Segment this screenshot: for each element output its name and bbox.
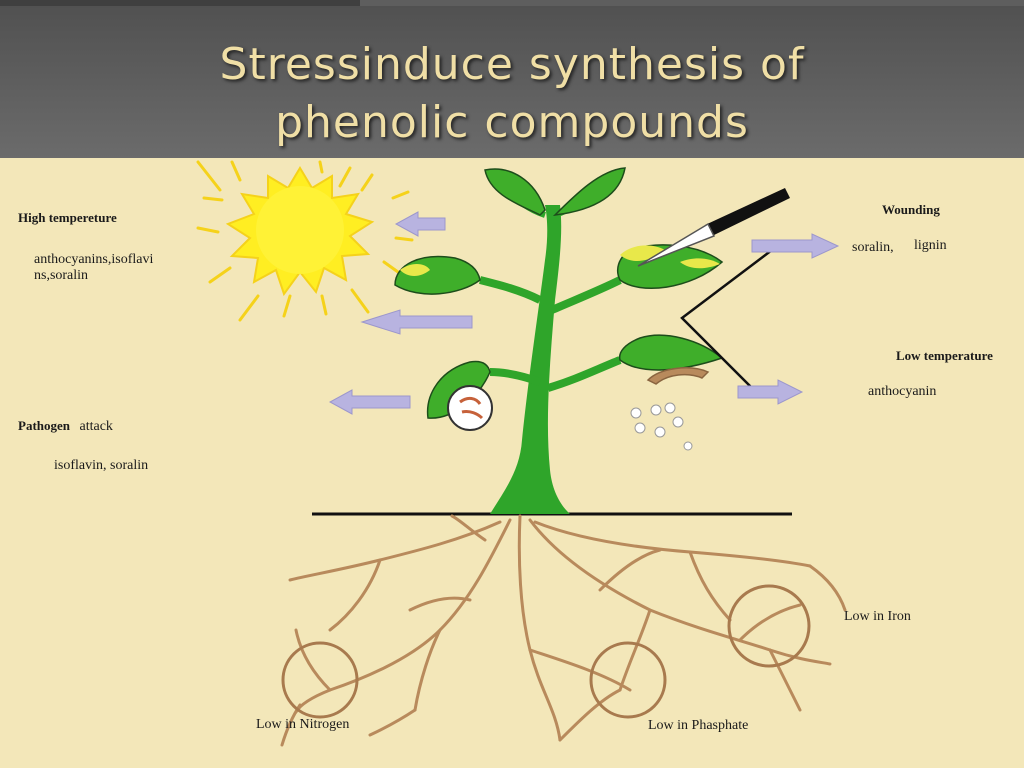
iron-circle bbox=[727, 584, 811, 668]
wounding-compound-a: soralin, bbox=[852, 240, 894, 255]
pathogen-heading-bold: Pathogen bbox=[18, 418, 70, 433]
leaves bbox=[394, 167, 724, 419]
high-temp-compounds-2: ns,soralin bbox=[34, 268, 89, 283]
stem bbox=[479, 188, 622, 514]
leaf-top-right bbox=[552, 167, 626, 217]
arrow-high-temp bbox=[394, 211, 446, 237]
wounding-compound-b: lignin bbox=[914, 238, 947, 253]
arrow-pathogen bbox=[328, 389, 411, 415]
leaf-top-left bbox=[484, 168, 546, 216]
leaf-low-right bbox=[618, 334, 724, 371]
title-bar bbox=[0, 0, 1024, 158]
arrows bbox=[328, 211, 840, 415]
arrow-low-temp bbox=[737, 379, 804, 405]
cold-icon bbox=[630, 402, 693, 451]
low-phosphate-label: Low in Phasphate bbox=[648, 718, 749, 733]
knife-icon bbox=[637, 188, 790, 267]
title-line-1: Stressinduce synthesis of bbox=[219, 39, 805, 90]
pathogen-icon bbox=[447, 385, 493, 431]
roots bbox=[280, 514, 847, 747]
connector-lines bbox=[680, 249, 773, 389]
pathogen-bacteria bbox=[459, 396, 484, 420]
header-accent-light bbox=[360, 0, 1024, 6]
leaf-mid-left bbox=[394, 255, 481, 295]
pathogen-heading-rest: attack bbox=[79, 419, 113, 434]
low-temp-heading: Low temperature bbox=[896, 348, 993, 363]
wounding-heading: Wounding bbox=[882, 202, 940, 217]
phosphate-circle bbox=[589, 641, 667, 719]
sun-icon bbox=[196, 160, 414, 322]
low-nitrogen-label: Low in Nitrogen bbox=[256, 717, 350, 732]
high-temp-heading: High tempereture bbox=[18, 210, 117, 225]
high-temp-compounds-1: anthocyanins,isoflavi bbox=[34, 252, 154, 267]
content-area bbox=[0, 158, 1024, 768]
pathogen-heading: Pathogen attack bbox=[18, 418, 113, 435]
nitrogen-circle bbox=[281, 641, 359, 719]
low-temp-compounds: anthocyanin bbox=[868, 384, 937, 399]
title-line-2: phenolic compounds bbox=[275, 97, 749, 148]
slide-title: Stressinduce synthesis of phenolic compo… bbox=[0, 36, 1024, 152]
pathogen-compounds: isoflavin, soralin bbox=[54, 458, 149, 473]
arrow-wounding bbox=[751, 233, 840, 259]
header-accent-dark bbox=[0, 0, 360, 6]
low-iron-label: Low in Iron bbox=[844, 609, 911, 624]
arrow-sun-heat bbox=[360, 309, 473, 335]
